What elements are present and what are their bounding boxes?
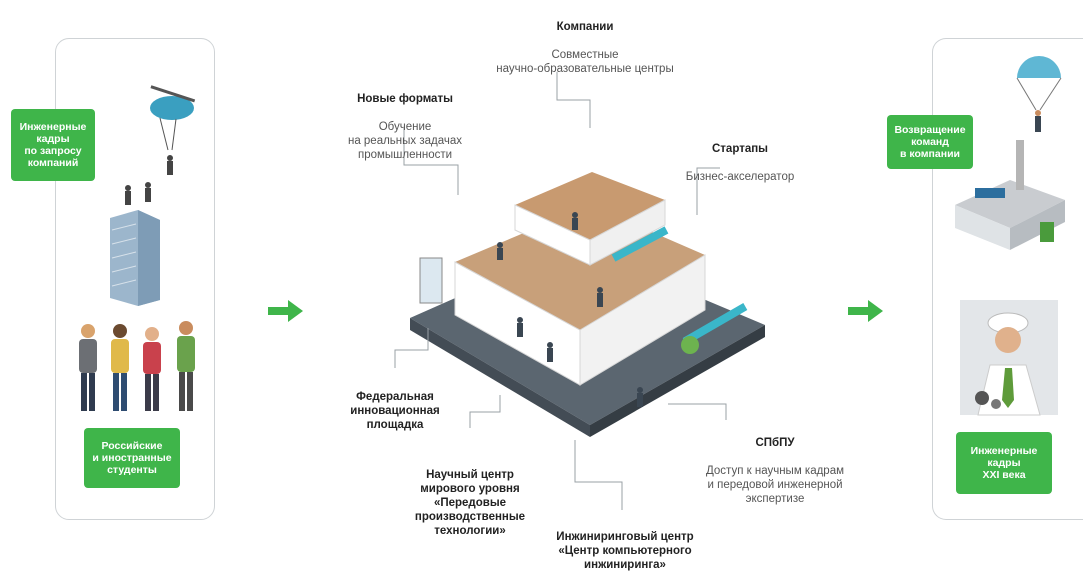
engineering-center-title: Инжиниринговый центр «Центр компьютерног…	[556, 531, 694, 571]
label-engineering-center: Инжиниринговый центр «Центр компьютерног…	[540, 516, 710, 586]
people-climbing-icon	[125, 155, 173, 205]
spbpu-title: СПбПУ	[755, 437, 795, 449]
federal-title: Федеральная инновационная площадка	[350, 391, 440, 431]
leader-lines	[394, 72, 727, 510]
students-icon	[79, 321, 195, 411]
startups-subtitle: Бизнес-акселератор	[685, 171, 795, 183]
skyscraper-icon	[110, 210, 160, 306]
label-companies: Компании Совместные научно-образовательн…	[480, 6, 690, 90]
engineer-icon	[960, 300, 1058, 416]
label-science-center: Научный центр мирового уровня «Передовые…	[395, 454, 545, 552]
startups-title: Стартапы	[711, 143, 768, 155]
companies-title: Компании	[556, 21, 614, 33]
building-illustration	[410, 172, 765, 437]
companies-subtitle: Совместные научно-образовательные центры	[496, 49, 674, 75]
diagram-illustration	[79, 56, 1065, 510]
parachute-icon	[1016, 56, 1062, 132]
arrow-right-icon	[848, 300, 883, 322]
science-center-title: Научный центр мирового уровня «Передовые…	[414, 469, 526, 537]
badge-engineers-on-demand: Инженерные кадры по запросу компаний	[11, 109, 95, 181]
new-formats-title: Новые форматы	[357, 93, 453, 105]
new-formats-subtitle: Обучение на реальных задачах промышленно…	[347, 121, 463, 161]
label-federal-innovation: Федеральная инновационная площадка	[335, 376, 455, 446]
helicopter-icon	[150, 85, 196, 151]
label-spbpu: СПбПУ Доступ к научным кадрам и передово…	[680, 422, 870, 520]
label-startups: Стартапы Бизнес-акселератор	[660, 128, 820, 198]
arrow-right-icon	[268, 300, 303, 322]
badge-teams-return: Возвращение команд в компании	[887, 115, 973, 169]
badge-students: Российские и иностранные студенты	[84, 428, 180, 488]
label-new-formats: Новые форматы Обучение на реальных задач…	[325, 78, 485, 176]
spbpu-subtitle: Доступ к научным кадрам и передовой инже…	[705, 465, 845, 505]
factory-icon	[955, 140, 1065, 250]
badge-21st-century-engineers: Инженерные кадры XXI века	[956, 432, 1052, 494]
